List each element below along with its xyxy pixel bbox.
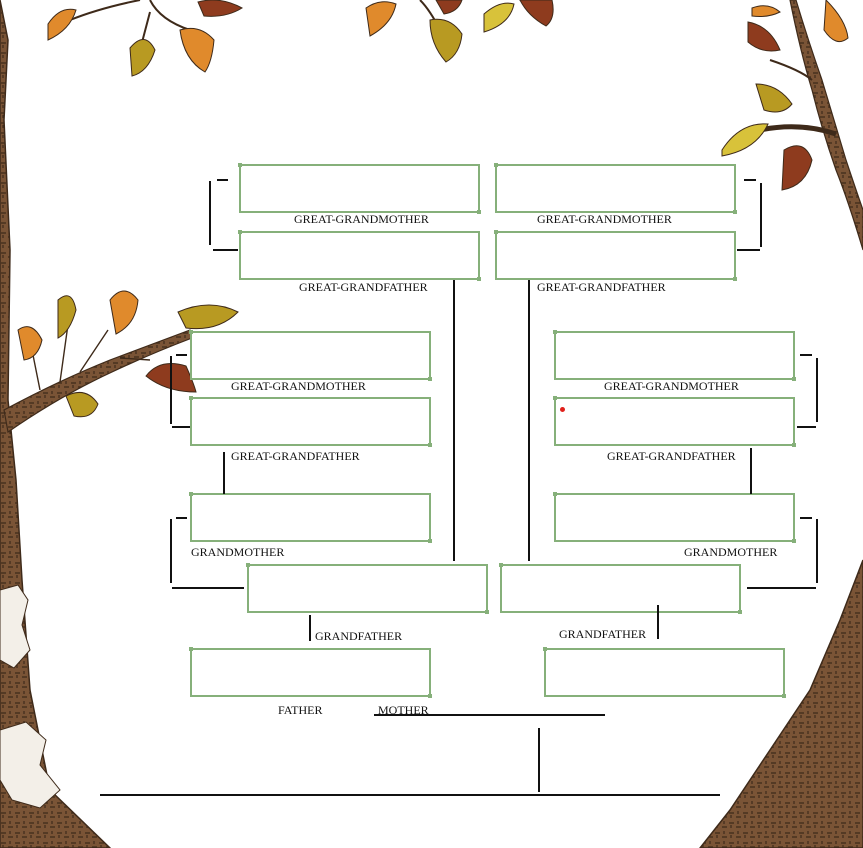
great-grandmother-label: GREAT-GRANDMOTHER <box>294 212 429 226</box>
connector-line <box>800 354 812 356</box>
connector-line <box>816 358 818 422</box>
connector-line <box>797 426 816 428</box>
connector-line <box>528 280 530 561</box>
connector-line <box>747 587 816 589</box>
bark-patch <box>0 584 31 669</box>
connector-line <box>213 249 238 251</box>
connector-line <box>737 249 760 251</box>
connector-line <box>750 448 752 494</box>
great-grandmother-label: GREAT-GRANDMOTHER <box>604 379 739 393</box>
connector-line <box>172 426 190 428</box>
great-grandmother-box[interactable] <box>553 330 796 381</box>
child-name-line <box>100 794 720 796</box>
connector-line <box>800 517 812 519</box>
grandfather-box[interactable] <box>246 563 489 614</box>
connector-line <box>744 179 756 181</box>
bark-patch <box>0 721 61 809</box>
grandmother-box[interactable] <box>189 492 432 543</box>
grandmother-label: GRANDMOTHER <box>191 545 285 559</box>
great-grandfather-label: GREAT-GRANDFATHER <box>607 449 736 463</box>
connector-line <box>170 519 172 583</box>
great-grandfather-box[interactable] <box>238 230 481 281</box>
connector-line <box>309 615 311 641</box>
mother-box[interactable] <box>543 647 786 698</box>
great-grandfather-label: GREAT-GRANDFATHER <box>299 280 428 294</box>
connector-line <box>538 728 540 792</box>
great-grandfather-box[interactable] <box>494 230 737 281</box>
connector-line <box>176 354 187 356</box>
cursor-marker <box>560 407 565 412</box>
great-grandfather-box[interactable] <box>189 396 432 447</box>
connector-line <box>223 452 225 494</box>
connector-line <box>217 179 228 181</box>
connector-line <box>374 714 605 716</box>
grandfather-label: GRANDFATHER <box>559 627 647 641</box>
great-grandfather-label: GREAT-GRANDFATHER <box>537 280 666 294</box>
great-grandmother-label: GREAT-GRANDMOTHER <box>537 212 672 226</box>
grandfather-label: GRANDFATHER <box>315 629 403 643</box>
connector-line <box>170 356 172 424</box>
connector-line <box>209 181 211 245</box>
grandmother-box[interactable] <box>553 492 796 543</box>
connector-line <box>453 280 455 561</box>
connector-line <box>657 605 659 639</box>
connector-line <box>760 183 762 247</box>
great-grandfather-box[interactable] <box>553 396 796 447</box>
mother-label: MOTHER <box>378 703 429 717</box>
connector-line <box>816 519 818 583</box>
connector-line <box>176 517 187 519</box>
connector-line <box>172 587 244 589</box>
right-trunk <box>699 559 863 848</box>
grandmother-label: GRANDMOTHER <box>684 545 778 559</box>
great-grandmother-box[interactable] <box>189 330 432 381</box>
great-grandmother-box[interactable] <box>238 163 481 214</box>
great-grandmother-box[interactable] <box>494 163 737 214</box>
father-box[interactable] <box>189 647 432 698</box>
father-label: FATHER <box>278 703 323 717</box>
grandfather-box[interactable] <box>499 563 742 614</box>
great-grandfather-label: GREAT-GRANDFATHER <box>231 449 360 463</box>
great-grandmother-label: GREAT-GRANDMOTHER <box>231 379 366 393</box>
